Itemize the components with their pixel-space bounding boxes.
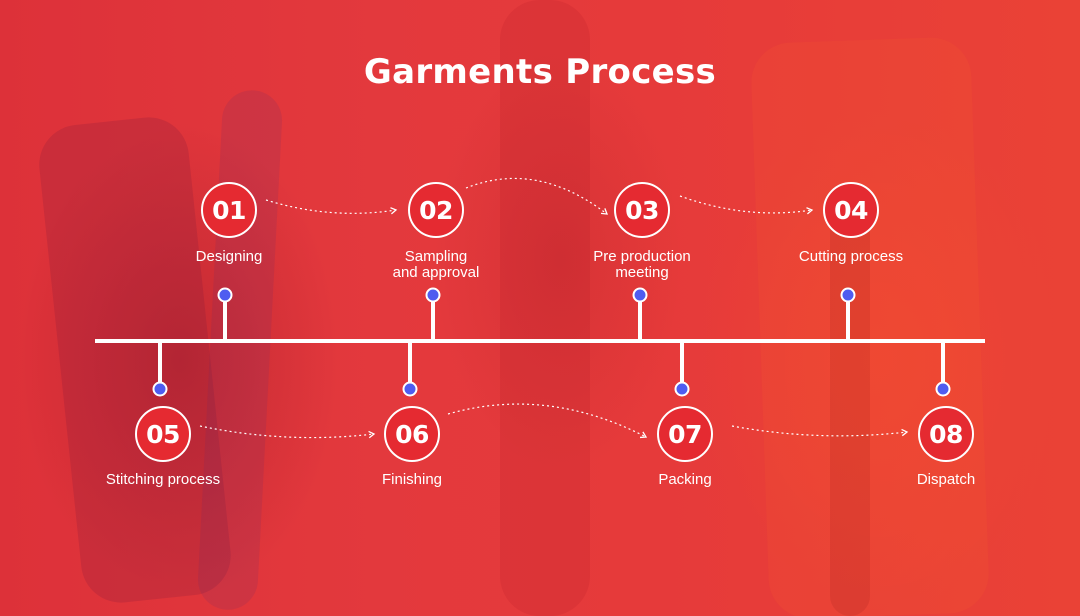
step-dot <box>152 381 168 397</box>
step-dot <box>674 381 690 397</box>
arrowhead-icon <box>806 207 814 215</box>
step-label: Stitching process <box>105 471 221 488</box>
step-number-circle: 03 <box>614 182 670 238</box>
flow-arrow <box>731 425 908 437</box>
step-number-circle: 05 <box>135 406 191 462</box>
arrowhead-icon <box>901 428 909 437</box>
flow-arrow <box>465 177 608 215</box>
step-label: Cutting process <box>798 248 904 265</box>
step-number-circle: 08 <box>918 406 974 462</box>
step-number-circle: 07 <box>657 406 713 462</box>
step-label: Designing <box>195 248 263 265</box>
flow-arrow <box>447 403 647 438</box>
flow-arrow <box>265 199 397 214</box>
step-label: Packing <box>658 471 712 488</box>
step-number-circle: 01 <box>201 182 257 238</box>
arrowhead-icon <box>390 207 398 215</box>
step-label: Finishing <box>381 471 443 488</box>
step-dot <box>935 381 951 397</box>
step-dot <box>217 287 233 303</box>
step-dot <box>402 381 418 397</box>
step-label: Dispatch <box>916 471 976 488</box>
step-dot <box>632 287 648 303</box>
arrowhead-icon <box>600 208 608 215</box>
step-number-circle: 06 <box>384 406 440 462</box>
step-dot <box>840 287 856 303</box>
page-title: Garments Process <box>363 52 717 92</box>
arrowhead-icon <box>368 430 376 439</box>
flow-arrow <box>679 195 813 214</box>
arrowhead-icon <box>639 431 648 439</box>
flow-arrow <box>199 425 375 439</box>
step-dot <box>425 287 441 303</box>
step-number-circle: 04 <box>823 182 879 238</box>
step-number-circle: 02 <box>408 182 464 238</box>
